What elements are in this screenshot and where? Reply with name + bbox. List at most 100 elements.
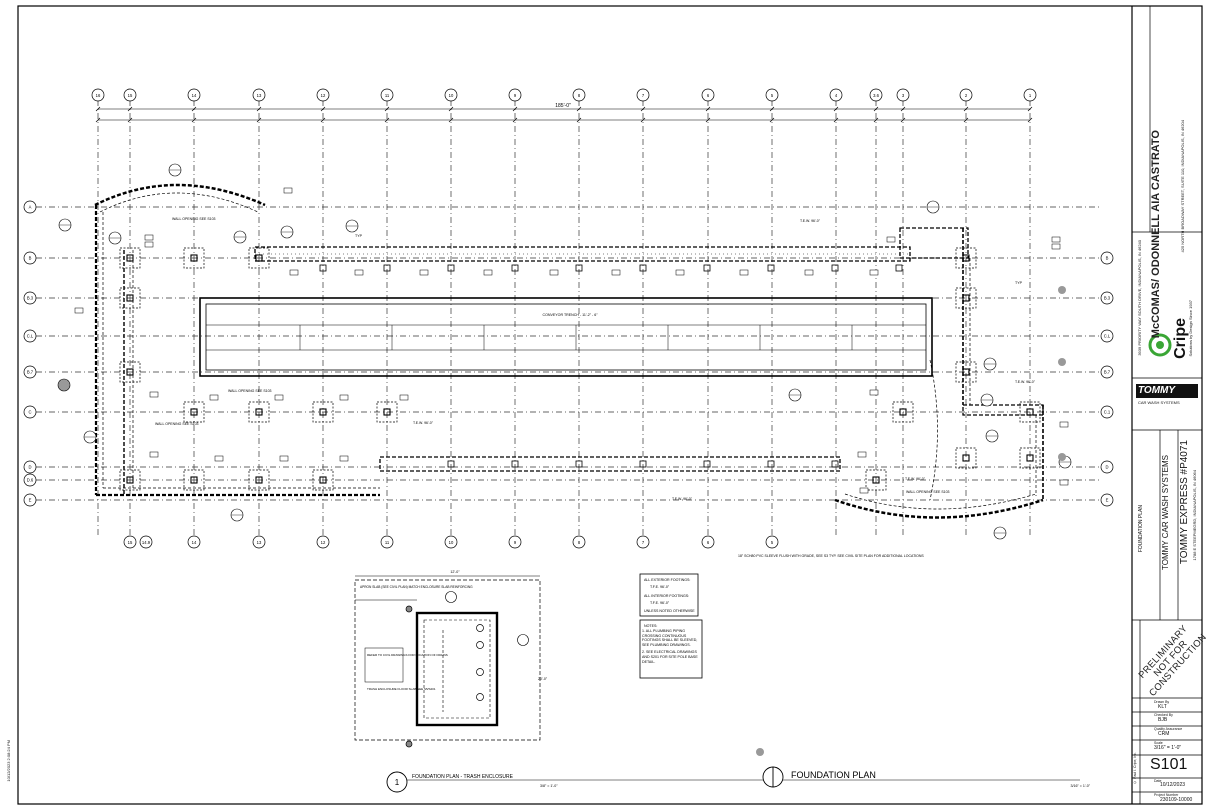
dim-tick-top [384, 106, 390, 112]
grid-bubble-top-16 [91, 88, 105, 102]
grid-label-bottom-11: 11 [385, 540, 390, 545]
pier-column [899, 408, 907, 416]
north-footing [254, 246, 911, 262]
footing-note-1: T.F.E. 96'-0" [650, 585, 670, 589]
footing-pier [767, 264, 775, 272]
pier-column [319, 408, 327, 416]
footing-note-heading: ALL EXTERIOR FOOTINGS: [644, 578, 690, 582]
pier-footing [183, 401, 205, 423]
footing-tag [274, 394, 284, 401]
dim-tick-top [769, 106, 775, 112]
grid-bubble-top-2 [959, 88, 973, 102]
footing-tag [149, 391, 159, 398]
grid-label-bottom-14: 14 [192, 540, 197, 545]
firm-name: McCOMAS/ ODONNELL AIA CASTRATO [1150, 130, 1162, 339]
grid-label-right-E: E [1106, 498, 1109, 503]
site-pole-marker-3 [1058, 453, 1066, 461]
sleeve-note: 18" SCH80 PVC SLEEVE FLUSH WITH GRADE, S… [738, 554, 924, 558]
wall-opening-note-1: WALL OPENING SEE S103 [172, 217, 216, 221]
grid-bubble-top-15 [123, 88, 137, 102]
footing-tag [283, 187, 293, 194]
grid-bubble-top-3.6 [869, 88, 883, 102]
scale-label: Scale [1154, 741, 1163, 745]
refer-note: REFER TO CIVIL DRAWINGS FOR LOCATION OF … [367, 653, 448, 657]
dim-tick [873, 117, 879, 123]
grid-bubble-right-B.3 [1100, 291, 1114, 305]
grid-label-right-B.7: B.7 [1104, 370, 1111, 375]
grid-bubble-top-12 [316, 88, 330, 102]
footing-pier [447, 460, 455, 468]
footing-tag [675, 269, 685, 276]
trash-dim-20: 20'-0" [538, 677, 548, 681]
footing-pier [703, 460, 711, 468]
wall-opening-note-3: WALL OPENING SEE S103 [155, 422, 199, 426]
grid-bubble-left-C [23, 405, 37, 419]
grid-label-top-7: 7 [642, 93, 645, 98]
dim-tick [769, 117, 775, 123]
grid-label-left-B.3: B.3 [27, 296, 34, 301]
footing-tag [1059, 421, 1069, 428]
footing-tag [886, 236, 896, 243]
grid-label-bottom-13: 13 [257, 540, 262, 545]
grid-label-bottom-12: 12 [321, 540, 326, 545]
dim-tick-top [963, 106, 969, 112]
dim-tick [1027, 117, 1033, 123]
detail-title: FOUNDATION PLAN - TRASH ENCLOSURE [412, 774, 514, 780]
grid-bubble-top-10 [444, 88, 458, 102]
footing-pier [767, 460, 775, 468]
top-dimension-string [98, 108, 1030, 121]
grid-rows [36, 206, 1100, 501]
pier-column [190, 408, 198, 416]
date-value: 10/12/2023 [1160, 782, 1186, 788]
trash-dim-12: 12'-0" [450, 570, 460, 574]
footing-pier [831, 264, 839, 272]
grid-bubble-bottom-5 [765, 535, 779, 549]
grid-label-top-2: 2 [965, 93, 968, 98]
plot-timestamp: 10/12/2023 2:08:24 PM [6, 740, 11, 782]
footing-tag [1051, 243, 1061, 250]
pier-column [962, 368, 970, 376]
grid-bubble-bottom-15 [123, 535, 137, 549]
grid-bubble-top-5 [765, 88, 779, 102]
notes-heading: NOTES: [644, 624, 657, 628]
curved-wall-north [94, 183, 266, 207]
trash-slab-note: TRASH ENCLOSURE FLOOR SLAB SEE S5/S201 [367, 687, 436, 691]
pier-footing [312, 401, 334, 423]
footing-tag [144, 234, 154, 241]
pier-column [126, 294, 134, 302]
grid-bubble-bottom-7 [636, 535, 650, 549]
pier-footing [865, 469, 887, 491]
footing-pier [511, 264, 519, 272]
grid-bubble-top-7 [636, 88, 650, 102]
site-pole-marker-1 [1058, 286, 1066, 294]
pier-footing [183, 247, 205, 269]
footing-tag [1051, 236, 1061, 243]
footing-tag [209, 394, 219, 401]
dim-tick-top [1027, 106, 1033, 112]
footing-tag [483, 269, 493, 276]
dim-tick [127, 117, 133, 123]
main-title: FOUNDATION PLAN [791, 770, 876, 780]
grid-label-right-D: D [1105, 465, 1108, 470]
grid-label-right-C.L: C.L [1104, 334, 1111, 339]
dim-tick-top [640, 106, 646, 112]
tew-note-2: T.E.W. 96'-0" [672, 497, 693, 501]
footing-pier [703, 264, 711, 272]
grid-label-top-4: 4 [835, 93, 838, 98]
grid-label-top-5: 5 [771, 93, 774, 98]
pier-column [255, 254, 263, 262]
sheet-border [17, 5, 1203, 805]
grid-bubble-bottom-12 [316, 535, 330, 549]
dim-tick-top [95, 106, 101, 112]
grid-bubble-top-4 [829, 88, 843, 102]
project-number: TOMMY EXPRESS #P4071 [1179, 440, 1190, 565]
pier-column [190, 254, 198, 262]
pier-footing [955, 287, 977, 309]
wall-opening-note-4: WALL OPENING SEE S103 [906, 490, 950, 494]
grid-bubble-right-C.1 [1100, 405, 1114, 419]
dim-tick [448, 117, 454, 123]
grid-bubble-bottom-11 [380, 535, 394, 549]
pier-column [126, 368, 134, 376]
footing-tag [549, 269, 559, 276]
